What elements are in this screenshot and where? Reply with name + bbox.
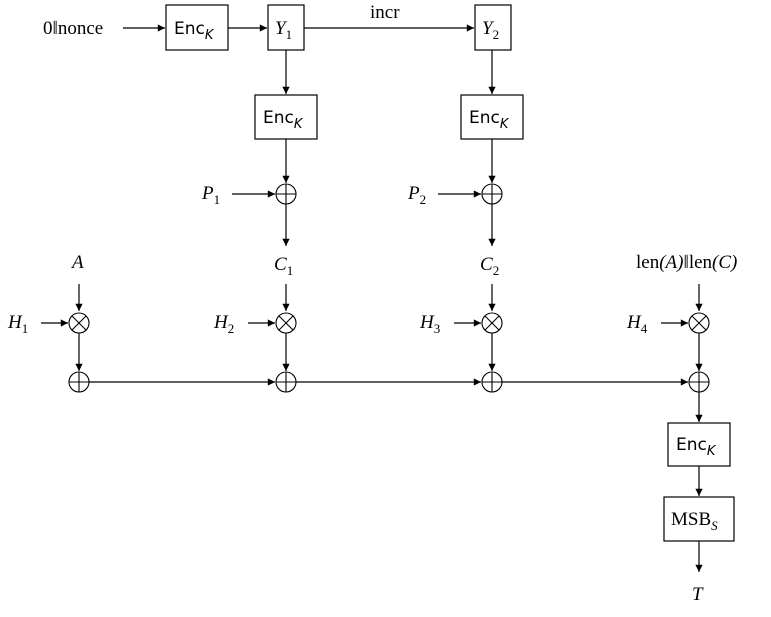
enc-label-init: EncK [174,19,215,43]
multiply-icon-1 [68,312,90,334]
y1-label: Y1 [275,18,292,42]
y2-label: Y2 [482,18,499,42]
multiply-icon-3 [481,312,503,334]
nonce-input-label: 0‖nonce [43,18,103,39]
c2-label: C2 [480,254,499,278]
xor-icon-chain-3 [481,371,503,393]
xor-icon-p1 [275,183,297,205]
p1-label: P1 [201,183,220,207]
h4-label: H4 [626,312,648,336]
xor-icon-chain-2 [275,371,297,393]
multiply-icon-2 [275,312,297,334]
h1-label: H1 [7,312,28,336]
tag-output-label: T [692,584,704,605]
h3-label: H3 [419,312,440,336]
msb-box [663,496,735,542]
enc-label-2: EncK [469,108,510,132]
xor-icon-p2 [481,183,503,205]
y2-box [474,4,512,51]
enc-label-final: EncK [676,435,717,459]
xor-icon-chain-1 [68,371,90,393]
aad-label: A [70,252,84,273]
msb-label: MSBS [671,509,718,533]
xor-icon-chain-4 [688,371,710,393]
len-input-label: len(A)‖len(C) [636,252,737,273]
enc-box-final [667,422,731,467]
incr-label: incr [370,2,400,23]
h2-label: H2 [213,312,234,336]
c1-label: C1 [274,254,293,278]
enc-box-2 [460,94,524,140]
p2-label: P2 [407,183,426,207]
enc-box-1 [254,94,318,140]
multiply-icon-4 [688,312,710,334]
enc-label-1: EncK [263,108,304,132]
